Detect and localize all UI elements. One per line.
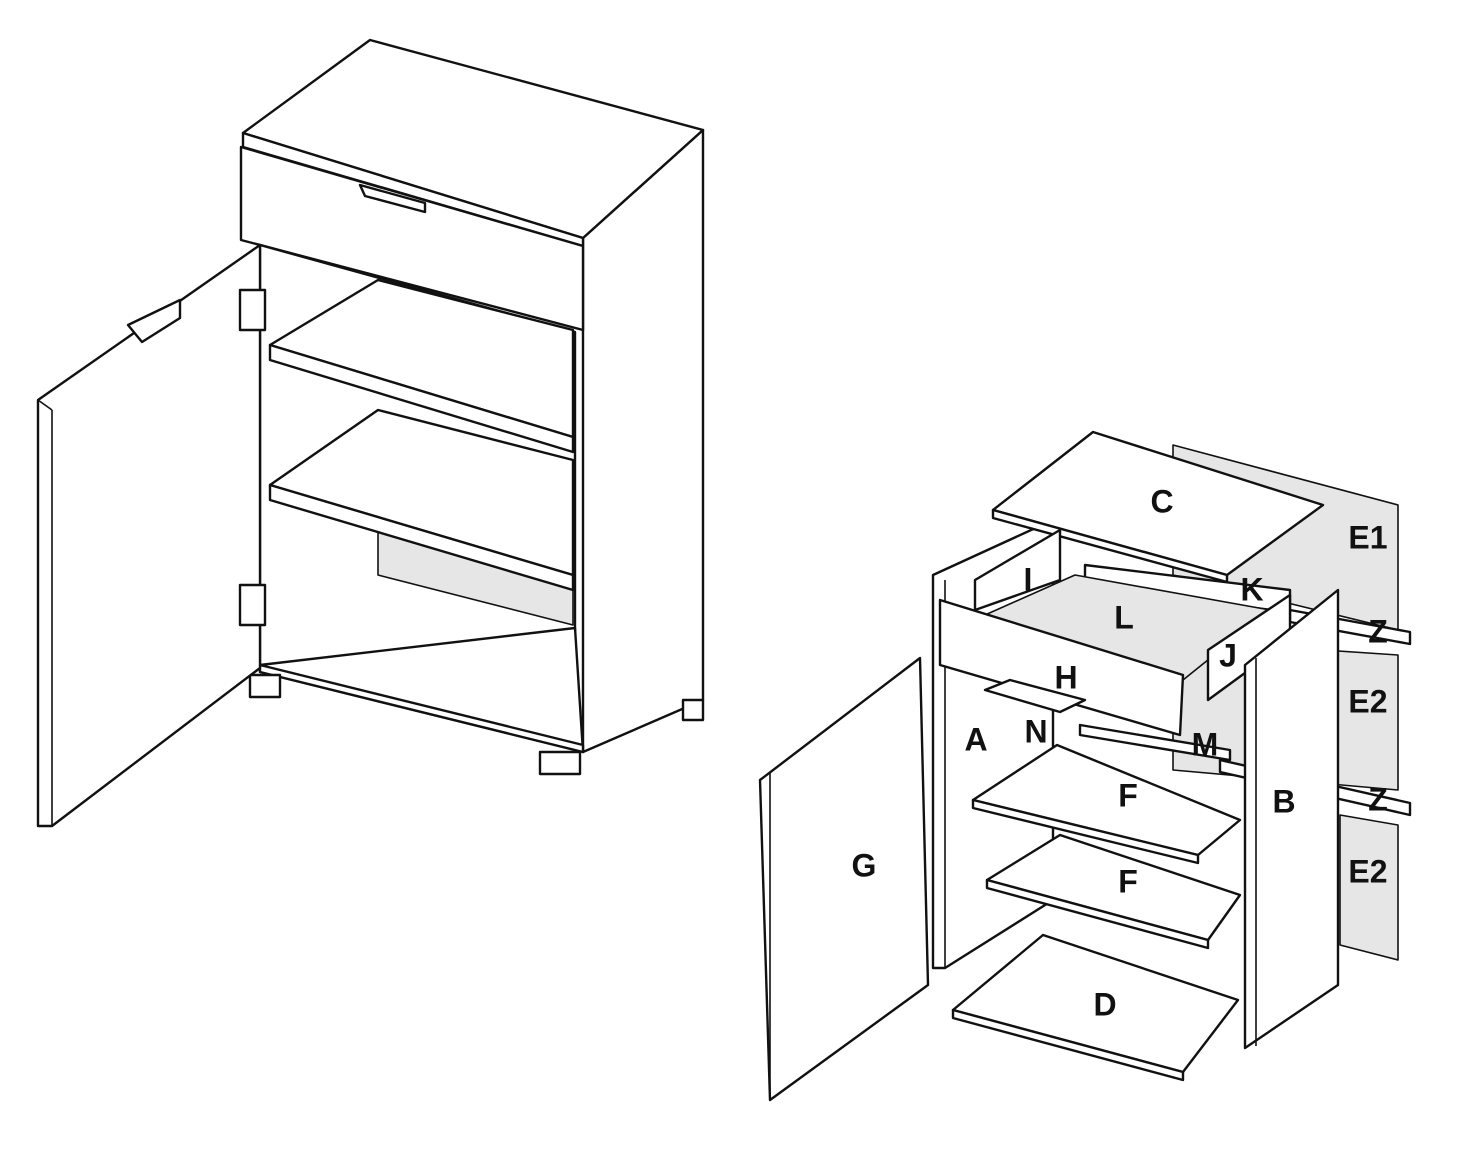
hinge-bottom	[238, 583, 267, 627]
rail-m	[1078, 723, 1232, 762]
label-z-bottom: Z	[1368, 781, 1388, 818]
label-f-bottom: F	[1118, 863, 1138, 900]
label-k: K	[1240, 571, 1264, 608]
shelf-f-top-edge	[971, 798, 1200, 865]
shelf-lower-edge	[268, 483, 575, 592]
label-e1: E1	[1348, 519, 1388, 556]
exploded-cabinet	[758, 430, 1412, 1102]
label-l: L	[1114, 599, 1134, 636]
drawer-side-i	[973, 528, 1062, 612]
label-b: B	[1272, 783, 1296, 820]
assembled-cabinet	[36, 38, 705, 828]
label-a: A	[964, 721, 988, 758]
foot-left	[248, 673, 282, 699]
foot-front	[538, 750, 582, 776]
label-g: G	[851, 847, 877, 884]
back-panel-e2-bottom	[1339, 814, 1399, 961]
hinge-top	[238, 288, 267, 332]
label-e2-top: E2	[1348, 683, 1388, 720]
drawer-handle	[358, 183, 427, 214]
bottom-rail	[258, 663, 585, 754]
label-n: N	[1024, 713, 1048, 750]
label-d: D	[1093, 986, 1117, 1023]
label-m: M	[1191, 726, 1219, 763]
label-j: J	[1219, 637, 1237, 674]
label-c: C	[1150, 483, 1174, 520]
label-e2-bottom: E2	[1348, 853, 1388, 890]
label-h: H	[1054, 659, 1078, 696]
panel-d-edge	[951, 1008, 1185, 1082]
foot-right	[681, 698, 705, 722]
shelf-f-bottom-edge	[985, 878, 1210, 950]
door-latch	[126, 298, 182, 344]
shelf-upper-edge	[268, 343, 575, 454]
rail-n	[983, 678, 1087, 714]
label-f-top: F	[1118, 777, 1138, 814]
panel-b	[1243, 588, 1340, 1050]
door-g	[758, 656, 930, 1102]
label-z-top: Z	[1368, 613, 1388, 650]
door-open	[36, 243, 262, 828]
drawer-front-h	[938, 598, 1185, 737]
label-i: I	[1023, 561, 1033, 598]
drawer-front	[239, 145, 585, 332]
